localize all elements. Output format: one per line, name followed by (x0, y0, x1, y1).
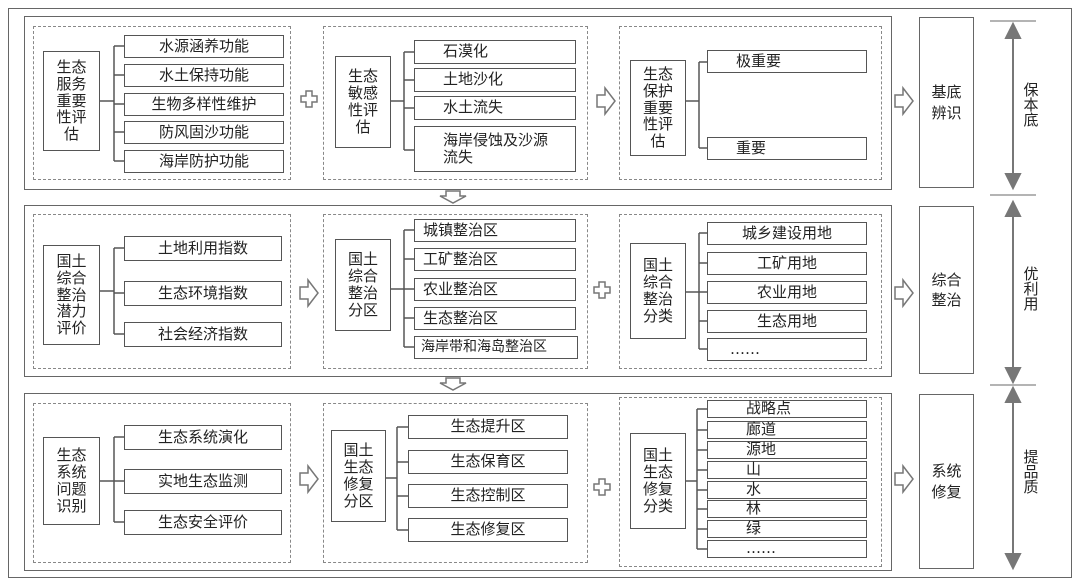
item-1-1-4: 防风固沙功能 (124, 121, 284, 144)
root-box-2-1: 国土 综合 整治 潜力 评价 (43, 245, 100, 345)
group-frame-3-3 (619, 397, 882, 567)
root-box-3-3: 国土 生态 修复 分类 (630, 433, 686, 529)
side-label-2: 优利用 (1022, 262, 1040, 315)
item-2-3-4: 生态用地 (707, 310, 867, 333)
item-3-3-1: 战略点 (707, 400, 867, 418)
root-box-3-1: 生态 系统 问题 识别 (43, 437, 100, 525)
item-1-3-2: 重要 (707, 137, 867, 160)
item-1-2-3: 水土流失 (414, 96, 576, 120)
result-box-2: 综合 整治 (919, 206, 974, 374)
item-1-3-1: 极重要 (707, 50, 867, 73)
item-1-2-2: 土地沙化 (414, 68, 576, 92)
root-box-2-2: 国土 综合 整治 分区 (335, 239, 391, 331)
group-frame-2-1 (33, 214, 291, 369)
item-3-2-1: 生态提升区 (408, 415, 568, 439)
item-1-2-1: 石漠化 (414, 40, 576, 64)
item-2-2-1: 城镇整治区 (414, 219, 576, 242)
item-3-1-2: 实地生态监测 (124, 469, 282, 494)
item-2-1-2: 生态环境指数 (124, 281, 282, 306)
root-box-1-1: 生态 服务 重要 性评 估 (43, 51, 100, 151)
item-3-3-3: 源地 (707, 441, 867, 459)
item-3-3-4: 山 (707, 461, 867, 479)
item-1-1-1: 水源涵养功能 (124, 35, 284, 58)
item-3-2-2: 生态保育区 (408, 450, 568, 474)
item-3-3-8: …… (707, 540, 867, 558)
result-box-1: 基底 辨识 (919, 17, 974, 188)
group-frame-2-3 (619, 214, 882, 369)
result-box-3: 系统 修复 (919, 394, 974, 569)
item-3-3-6: 林 (707, 500, 867, 518)
group-frame-1-2 (323, 26, 588, 180)
group-frame-3-2 (323, 403, 588, 563)
root-box-1-2: 生态 敏感 性评 估 (335, 56, 391, 148)
item-2-1-1: 土地利用指数 (124, 236, 282, 261)
group-frame-1-3 (619, 26, 882, 180)
root-box-1-3: 生态 保护 重要 性评 估 (630, 60, 686, 156)
root-box-2-3: 国土 综合 整治 分类 (630, 243, 686, 339)
item-3-3-2: 廊道 (707, 421, 867, 439)
item-1-2-4: 海岸侵蚀及沙源 流失 (414, 126, 576, 172)
item-2-3-1: 城乡建设用地 (707, 222, 867, 245)
item-3-1-3: 生态安全评价 (124, 510, 282, 535)
side-label-1: 保本底 (1022, 78, 1040, 131)
group-frame-3-1 (33, 403, 291, 563)
item-3-2-4: 生态修复区 (408, 518, 568, 542)
item-2-2-5: 海岸带和海岛整治区 (414, 336, 578, 359)
item-2-2-2: 工矿整治区 (414, 248, 576, 271)
item-3-2-3: 生态控制区 (408, 484, 568, 508)
item-2-2-3: 农业整治区 (414, 278, 576, 301)
item-2-3-3: 农业用地 (707, 281, 867, 304)
side-label-3: 提品质 (1022, 445, 1040, 498)
item-1-1-3: 生物多样性维护 (124, 93, 284, 116)
item-3-1-1: 生态系统演化 (124, 425, 282, 450)
item-2-2-4: 生态整治区 (414, 307, 576, 330)
group-frame-1-1 (33, 26, 291, 180)
item-1-1-5: 海岸防护功能 (124, 150, 284, 173)
root-box-3-2: 国土 生态 修复 分区 (331, 430, 386, 522)
item-2-1-3: 社会经济指数 (124, 322, 282, 347)
item-2-3-5: …… (707, 338, 867, 361)
item-3-3-7: 绿 (707, 520, 867, 538)
group-frame-2-2 (323, 214, 588, 369)
item-1-1-2: 水土保持功能 (124, 64, 284, 87)
item-2-3-2: 工矿用地 (707, 252, 867, 275)
item-3-3-5: 水 (707, 481, 867, 499)
